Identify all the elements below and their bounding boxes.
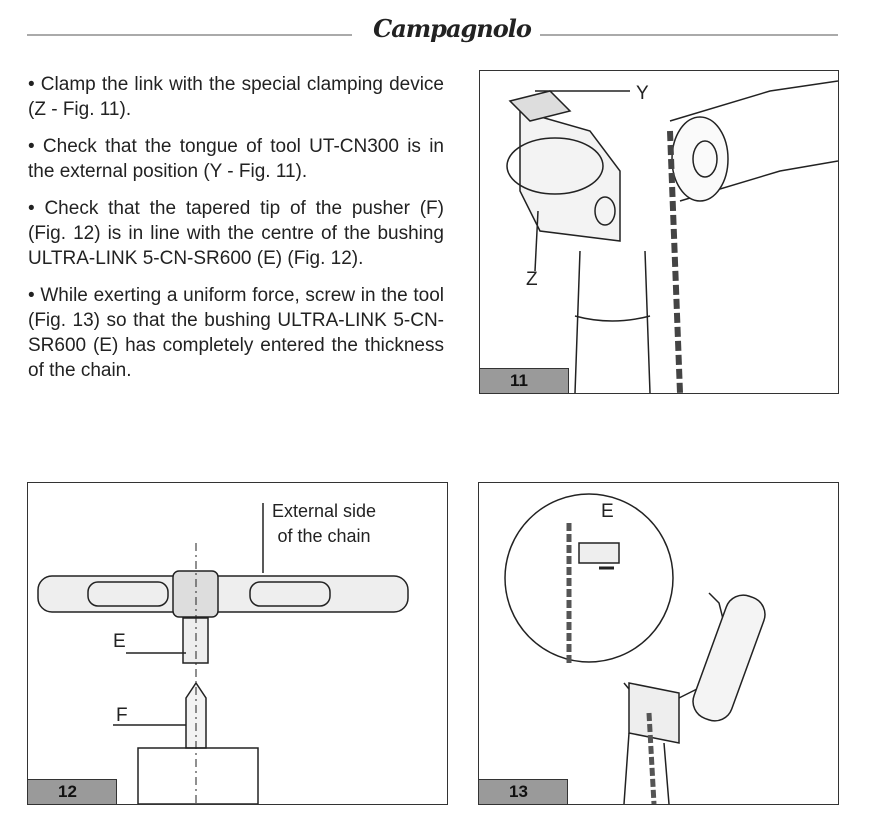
- instruction-2: • Check that the tongue of tool UT-CN300…: [28, 136, 444, 182]
- figure-12: External side of the chain E F 12: [27, 482, 448, 805]
- figure-number-12: 12: [28, 779, 117, 804]
- label-e: E: [113, 631, 126, 652]
- instruction-text: • Clamp the link with the special clampi…: [28, 72, 444, 395]
- external-side-caption: External side of the chain: [264, 499, 384, 549]
- instruction-4: • While exerting a uniform force, screw …: [28, 285, 444, 381]
- figure-13: E 13: [478, 482, 839, 805]
- header-rule-right: [540, 34, 838, 36]
- logo-text: Campagnolo: [373, 14, 532, 43]
- caption-line-1: External side: [271, 501, 377, 521]
- header-rule-left: [27, 34, 352, 36]
- figure-11: Y Z 11: [479, 70, 839, 394]
- instruction-3: • Check that the tapered tip of the push…: [28, 198, 444, 269]
- chain-tool-clamp-illustration: [506, 80, 838, 393]
- label-e-detail: E: [601, 501, 614, 522]
- label-z: Z: [526, 269, 538, 290]
- campagnolo-logo: Campagnolo: [372, 14, 532, 54]
- label-f: F: [116, 705, 128, 726]
- screwing-tool-illustration: [504, 493, 766, 804]
- instruction-1: • Clamp the link with the special clampi…: [28, 74, 444, 120]
- caption-line-2: of the chain: [277, 526, 371, 546]
- label-y: Y: [636, 83, 649, 104]
- figure-number-11: 11: [480, 368, 569, 393]
- chain-bushing-diagram: [37, 503, 409, 804]
- figure-number-13: 13: [479, 779, 568, 804]
